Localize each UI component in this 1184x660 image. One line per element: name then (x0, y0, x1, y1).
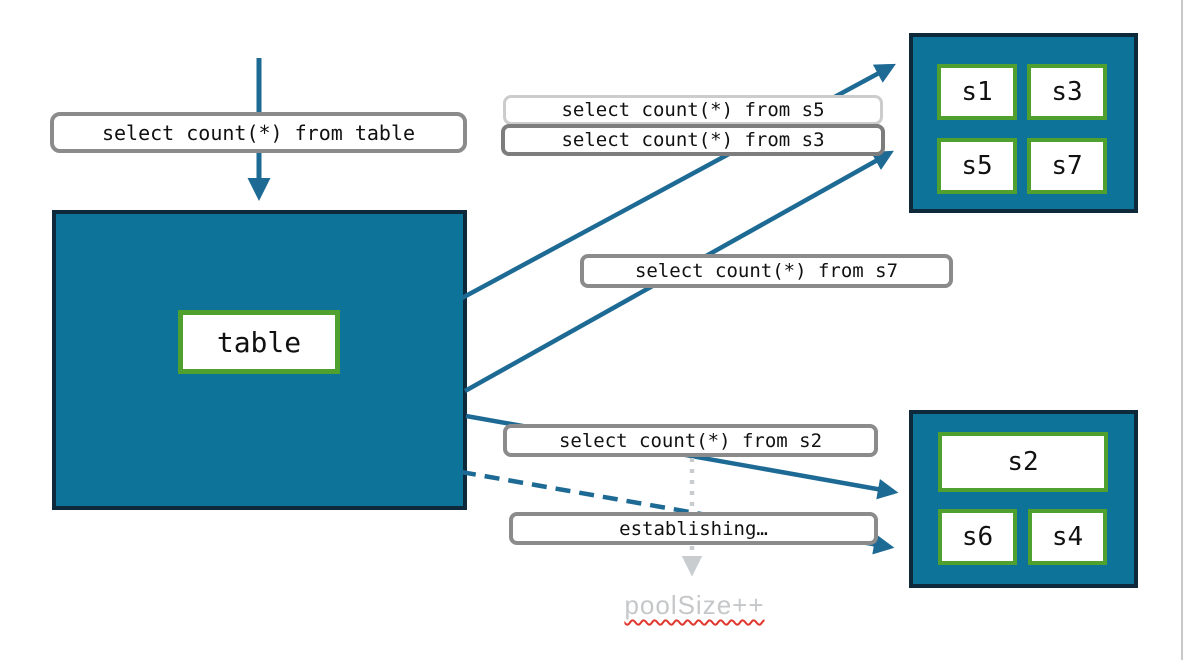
query-label-from-s5-text: select count(*) from s5 (561, 99, 825, 121)
shard-label-s6: s6 (961, 522, 994, 552)
query-label-from-s2-text: select count(*) from s2 (558, 429, 823, 452)
query-label-from-s7-text: select count(*) from s7 (634, 260, 899, 282)
shard-box-s6: s6 (938, 509, 1017, 565)
shard-label-s2: s2 (1007, 447, 1039, 477)
shard-box-s1: s1 (937, 64, 1017, 120)
query-label-from-s3: select count(*) from s3 (501, 124, 885, 156)
query-label-from-s2: select count(*) from s2 (503, 424, 878, 457)
shard-label-s4: s4 (1051, 522, 1084, 552)
label-poolsize-text: poolSize++ (624, 590, 765, 620)
shard-label-s5: s5 (961, 151, 993, 181)
slide-edge-divider (1181, 0, 1183, 660)
label-establishing-text: establishing… (619, 517, 768, 540)
query-label-from-s5: select count(*) from s5 (503, 95, 883, 125)
shard-box-s4: s4 (1028, 509, 1107, 565)
label-establishing: establishing… (509, 512, 878, 545)
shard-box-s5: s5 (937, 138, 1017, 194)
query-label-from-table-text: select count(*) from table (101, 120, 416, 145)
shard-box-s2: s2 (938, 432, 1108, 492)
shard-box-s3: s3 (1027, 64, 1107, 120)
query-label-from-s7: select count(*) from s7 (580, 254, 953, 288)
label-poolsize: poolSize++ (622, 590, 767, 621)
shard-box-s7: s7 (1027, 138, 1107, 194)
query-label-from-table: select count(*) from table (50, 112, 467, 153)
query-label-from-s3-text: select count(*) from s3 (561, 129, 825, 151)
shard-label-s7: s7 (1051, 151, 1083, 181)
shard-label-s1: s1 (961, 77, 993, 107)
shard-label-s3: s3 (1051, 77, 1083, 107)
table-label: table (216, 325, 302, 359)
table-inner-box: table (178, 310, 340, 374)
